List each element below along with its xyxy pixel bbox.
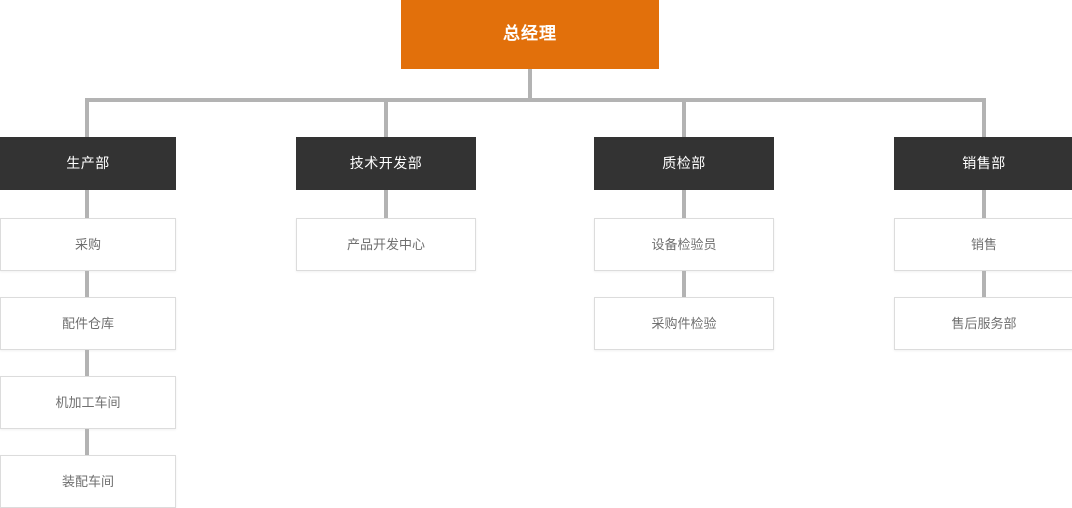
connector-dept-3-unit-0 — [982, 190, 986, 218]
node-unit-assembly-workshop-label: 装配车间 — [61, 473, 114, 489]
connector-dept-0-unit-3 — [85, 429, 89, 455]
node-general-manager-label: 总经理 — [503, 24, 557, 44]
node-unit-purchased-parts-inspection-label: 采购件检验 — [651, 315, 717, 331]
node-unit-machining-workshop[interactable]: 机加工车间 — [0, 376, 176, 429]
node-dept-technology-label: 技术开发部 — [349, 155, 423, 172]
node-unit-equipment-inspector-label: 设备检验员 — [651, 236, 717, 252]
node-unit-assembly-workshop[interactable]: 装配车间 — [0, 455, 176, 508]
node-unit-purchased-parts-inspection[interactable]: 采购件检验 — [594, 297, 774, 350]
connector-dept-0-unit-0 — [85, 190, 89, 218]
node-unit-machining-workshop-label: 机加工车间 — [55, 394, 121, 410]
connector-drop-dept-1 — [384, 98, 388, 137]
connector-dept-1-unit-0 — [384, 190, 388, 218]
connector-horizontal-bus — [85, 98, 986, 102]
node-dept-sales-label: 销售部 — [962, 155, 1006, 172]
node-dept-quality-inspection-label: 质检部 — [662, 155, 706, 172]
node-unit-parts-warehouse[interactable]: 配件仓库 — [0, 297, 176, 350]
connector-drop-dept-0 — [85, 98, 89, 137]
node-unit-sales-label: 销售 — [970, 236, 997, 252]
node-dept-production[interactable]: 生产部 — [0, 137, 176, 190]
connector-root-drop — [528, 69, 532, 102]
node-unit-product-development-center-label: 产品开发中心 — [346, 236, 425, 252]
connector-dept-0-unit-2 — [85, 350, 89, 376]
node-general-manager[interactable]: 总经理 — [401, 0, 659, 69]
node-unit-equipment-inspector[interactable]: 设备检验员 — [594, 218, 774, 271]
node-unit-procurement[interactable]: 采购 — [0, 218, 176, 271]
node-dept-production-label: 生产部 — [66, 155, 110, 172]
connector-dept-0-unit-1 — [85, 271, 89, 297]
node-dept-quality-inspection[interactable]: 质检部 — [594, 137, 774, 190]
connector-dept-3-unit-1 — [982, 271, 986, 297]
connector-dept-2-unit-1 — [682, 271, 686, 297]
node-unit-after-sales-service-label: 售后服务部 — [951, 315, 1017, 331]
node-unit-parts-warehouse-label: 配件仓库 — [61, 315, 114, 331]
node-dept-technology[interactable]: 技术开发部 — [296, 137, 476, 190]
connector-drop-dept-2 — [682, 98, 686, 137]
node-dept-sales[interactable]: 销售部 — [894, 137, 1072, 190]
node-unit-sales[interactable]: 销售 — [894, 218, 1072, 271]
node-unit-product-development-center[interactable]: 产品开发中心 — [296, 218, 476, 271]
connector-drop-dept-3 — [982, 98, 986, 137]
connector-dept-2-unit-0 — [682, 190, 686, 218]
node-unit-procurement-label: 采购 — [74, 236, 101, 252]
node-unit-after-sales-service[interactable]: 售后服务部 — [894, 297, 1072, 350]
